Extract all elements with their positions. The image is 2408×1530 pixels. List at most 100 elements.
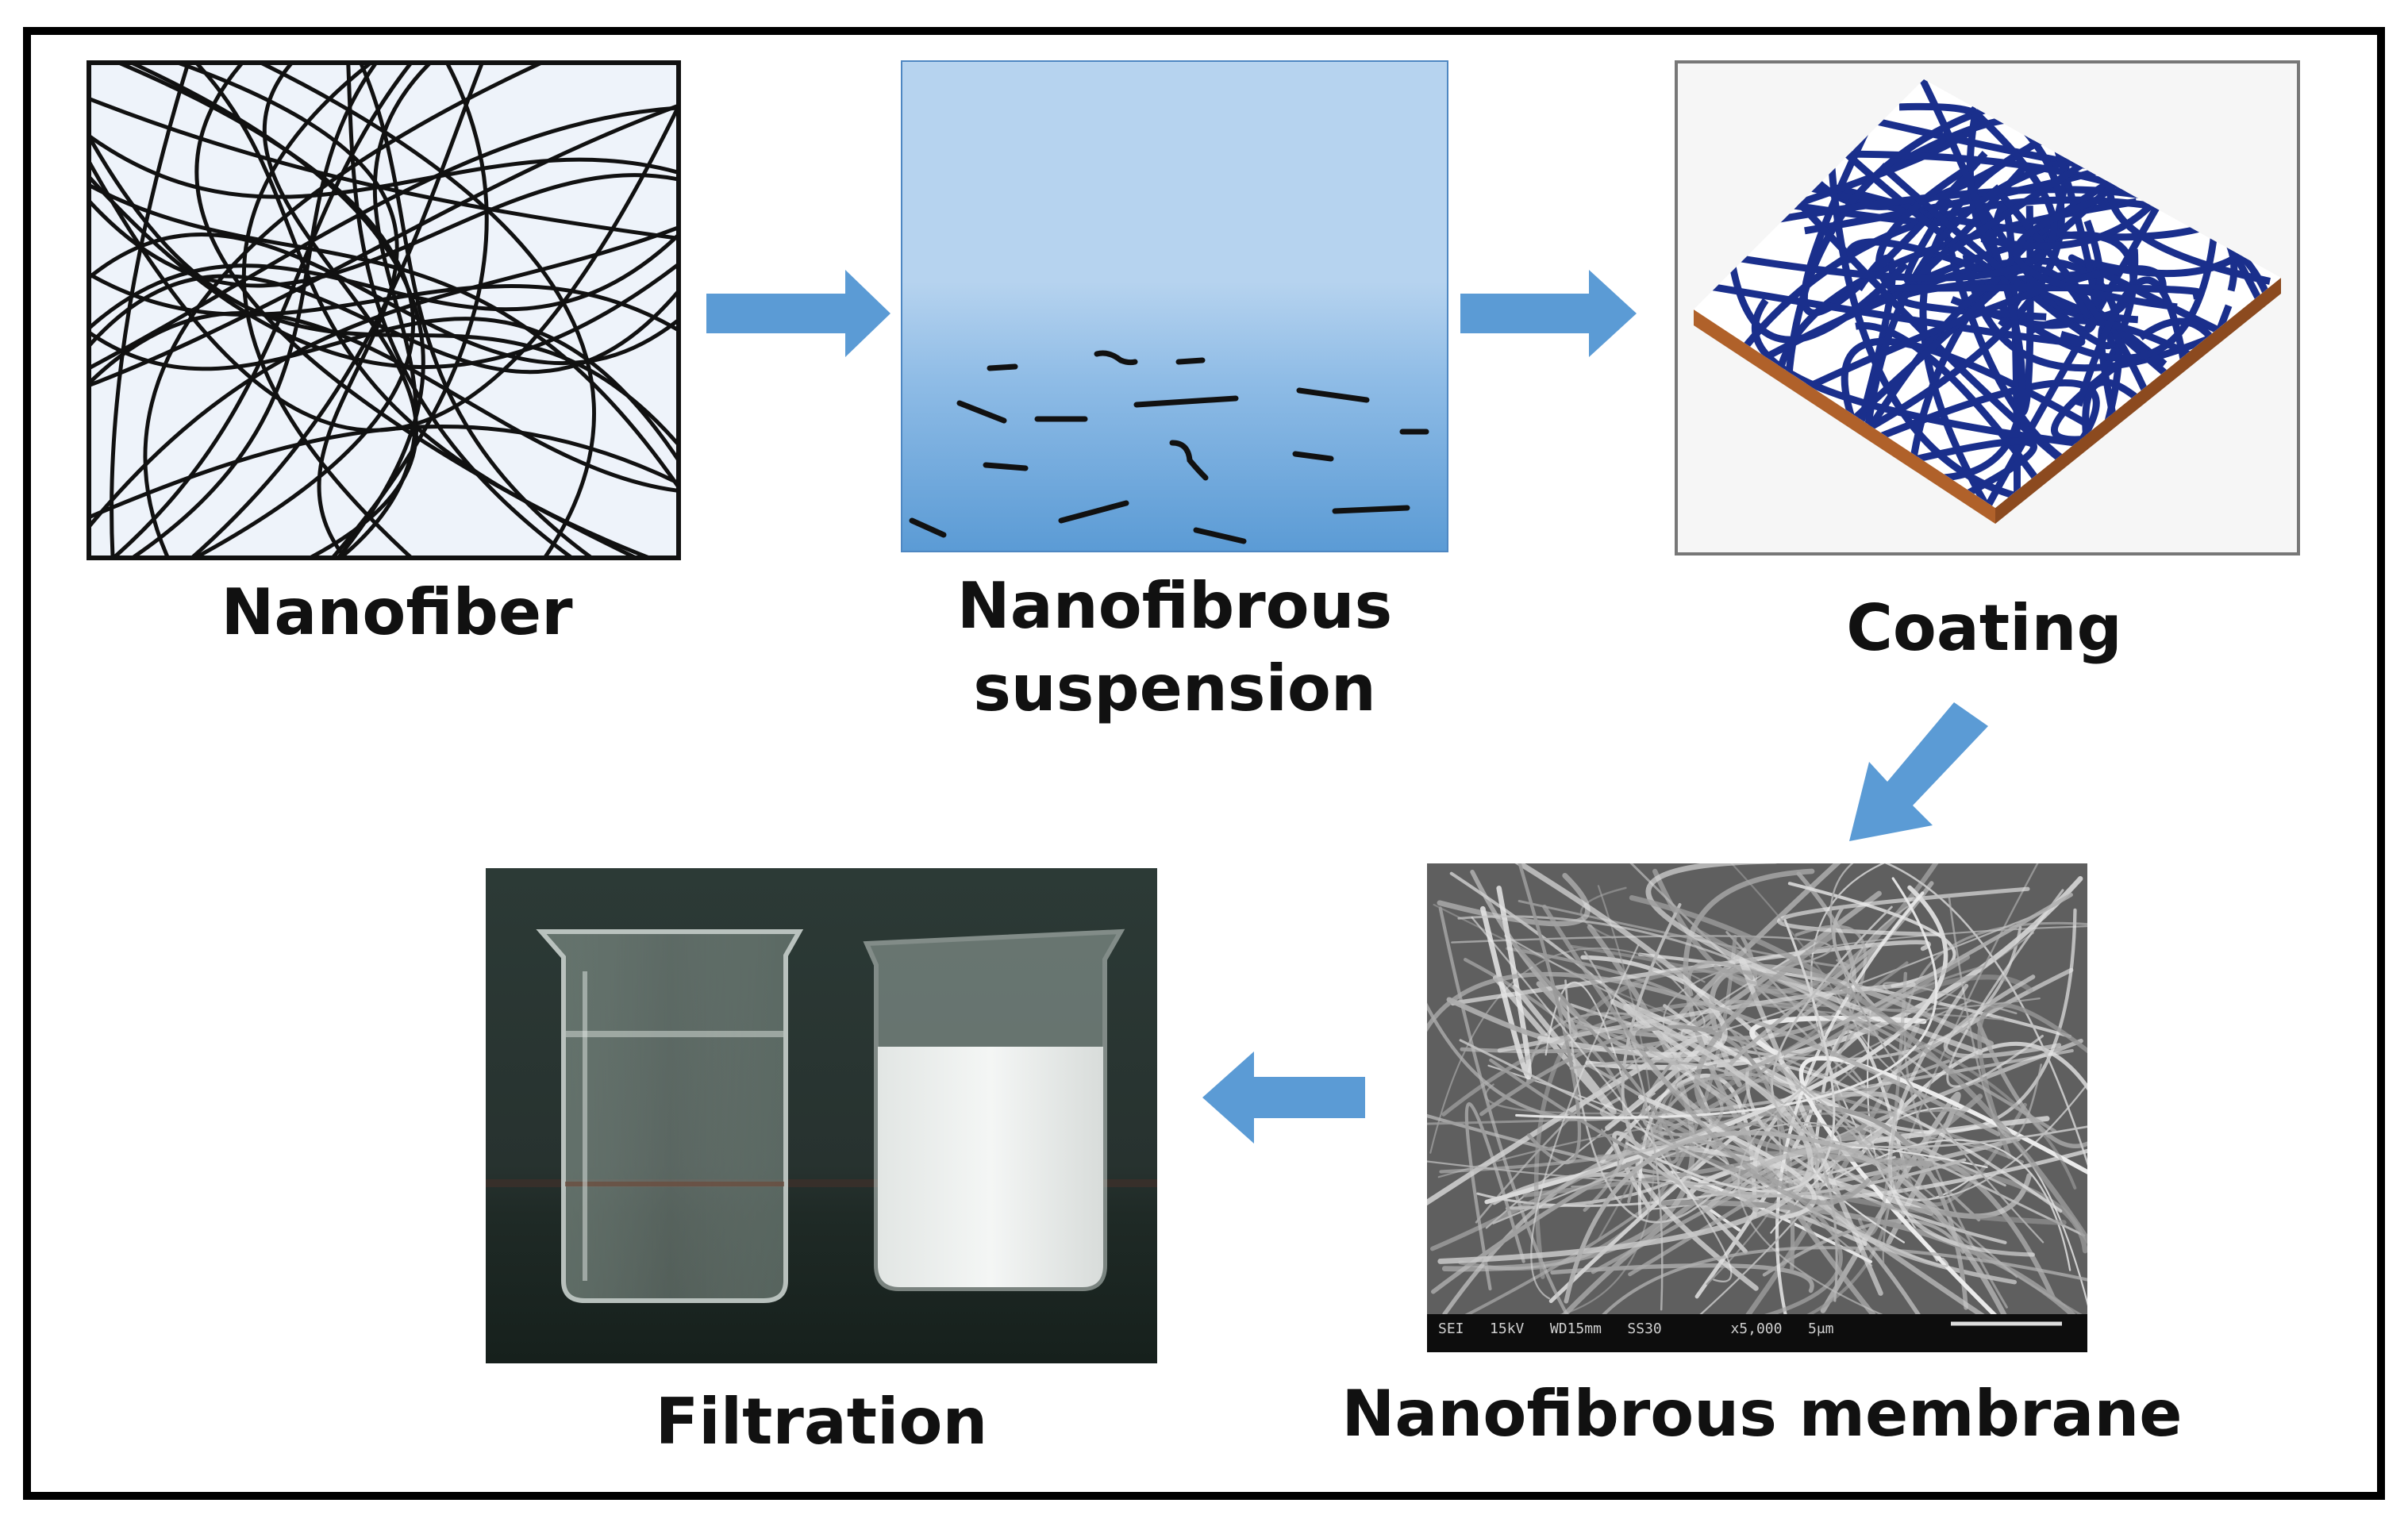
sem-fibers: [1427, 863, 2087, 1352]
sem-fiber: [1427, 1034, 1709, 1206]
sem-fiber: [1977, 1002, 2087, 1159]
fiber-line: [178, 65, 399, 555]
sem-fiber: [1583, 951, 1664, 1311]
sem-fiber: [1658, 1076, 2025, 1175]
substrate-left: [1694, 309, 1995, 524]
nanofiber-label: Nanofiber: [221, 575, 573, 649]
sem-fiber: [1427, 971, 2001, 1136]
mesh-fiber: [1805, 265, 2167, 391]
sem-fiber: [1887, 983, 2036, 1257]
fiber-line: [263, 65, 419, 555]
mesh-fiber: [1978, 79, 2099, 334]
mesh-fiber: [1752, 298, 2146, 455]
mesh-fiber: [1879, 163, 2115, 349]
sem-fiber: [1542, 904, 1871, 1205]
sem-fiber: [1630, 1022, 1994, 1324]
mesh-fiber: [1698, 106, 2058, 282]
sem-fiber: [1530, 944, 1640, 1300]
sem-fiber: [1629, 895, 2087, 1244]
sem-fiber: [1775, 891, 1925, 1325]
sem-fiber: [1737, 1000, 1971, 1337]
fiber-line: [91, 183, 676, 488]
mesh-fiber: [2196, 337, 2258, 491]
sem-fiber: [1464, 1102, 1525, 1291]
emulsion-beaker: [863, 928, 1125, 1291]
mesh-fiber: [1891, 283, 2205, 300]
fiber-line: [346, 65, 572, 555]
sem-fiber: [1564, 979, 1718, 1224]
fiber-line: [91, 176, 676, 370]
sem-fiber: [1459, 1039, 1949, 1268]
fiber-line: [91, 97, 676, 240]
suspended-fragments: [909, 350, 1429, 544]
mesh-fiber: [2012, 194, 2178, 311]
filtration-label: Filtration: [655, 1385, 988, 1459]
sem-fiber: [1430, 955, 1971, 1251]
sem-fiber: [1533, 967, 1863, 1279]
sem-fiber: [1821, 1139, 2071, 1271]
suspension-label: Nanofibrous suspension: [956, 569, 1393, 725]
sem-fiber: [1579, 886, 1627, 940]
membrane-label: Nanofibrous membrane: [1341, 1377, 2183, 1451]
sem-fiber: [1464, 958, 1630, 1213]
sem-fiber: [1625, 918, 1836, 1193]
sem-fiber: [1518, 863, 1582, 1165]
sem-fiber: [1439, 1017, 1724, 1174]
sem-fiber: [1437, 872, 1591, 927]
fiber-line: [118, 65, 415, 555]
sem-membrane-image: SEI 15kV WD15mm SS30 x5,000 5μm: [1427, 863, 2087, 1352]
fiber-line: [91, 425, 676, 519]
nanofiber-lines: [91, 65, 676, 555]
mesh-fiber: [1875, 159, 1980, 294]
sem-fiber: [1637, 1058, 2063, 1220]
sem-fiber: [1946, 889, 2064, 1088]
coating-illustration: [1675, 60, 2300, 555]
fiber-line: [91, 234, 676, 329]
mesh-fiber: [1698, 124, 1788, 210]
sem-fiber: [1943, 975, 2062, 1059]
fiber-line: [91, 136, 676, 446]
sem-fiber: [1645, 863, 1983, 1055]
mesh-fiber: [1841, 337, 2091, 468]
nanofiber-sketch: [87, 60, 681, 560]
sem-fiber: [1884, 863, 2087, 1167]
fiber-line: [91, 173, 676, 288]
fiber-line: [143, 65, 542, 555]
sem-fiber: [1745, 1067, 2007, 1244]
fiber-line: [91, 106, 676, 370]
substrate-right: [1995, 278, 2281, 524]
sem-fiber: [1471, 917, 1733, 1282]
beakers: [486, 928, 1157, 1303]
coating-label: Coating: [1846, 591, 2122, 665]
mesh-fiber: [1917, 79, 2026, 482]
fiber-line: [91, 317, 676, 461]
sem-fiber: [1564, 1130, 1864, 1304]
fiber-line: [91, 272, 676, 332]
sem-fiber: [1550, 1263, 1814, 1294]
coated-mesh: [1694, 79, 2281, 524]
sem-info-bar: [1427, 1314, 2087, 1352]
sem-fiber: [1771, 905, 2087, 1149]
fiber-line: [91, 274, 676, 375]
fiber-line: [91, 311, 676, 493]
filtration-photo: [486, 868, 1157, 1363]
sem-fiber: [1903, 921, 2087, 1309]
mesh-fiber: [2052, 487, 2214, 508]
sem-fiber: [1451, 935, 1833, 974]
sem-fiber: [1484, 1083, 1736, 1115]
fiber-line: [194, 65, 636, 555]
sem-fiber: [1837, 990, 2041, 1011]
fiber-line: [113, 65, 413, 555]
sem-fiber: [1431, 1105, 1968, 1310]
sem-info-text: SEI 15kV WD15mm SS30 x5,000 5μm: [1438, 1320, 1834, 1337]
fiber-line: [359, 65, 592, 555]
suspension-tank: [901, 60, 1448, 552]
sem-fiber: [1515, 877, 1938, 1119]
sem-fiber: [1798, 1055, 2087, 1340]
filtered-water-beaker: [536, 929, 804, 1303]
sem-fiber: [1569, 1059, 1838, 1302]
sem-fiber: [1470, 869, 1934, 1063]
sem-fiber: [1857, 971, 1907, 1236]
sem-fiber: [1621, 903, 1967, 1198]
sem-fiber: [1544, 981, 1623, 1076]
